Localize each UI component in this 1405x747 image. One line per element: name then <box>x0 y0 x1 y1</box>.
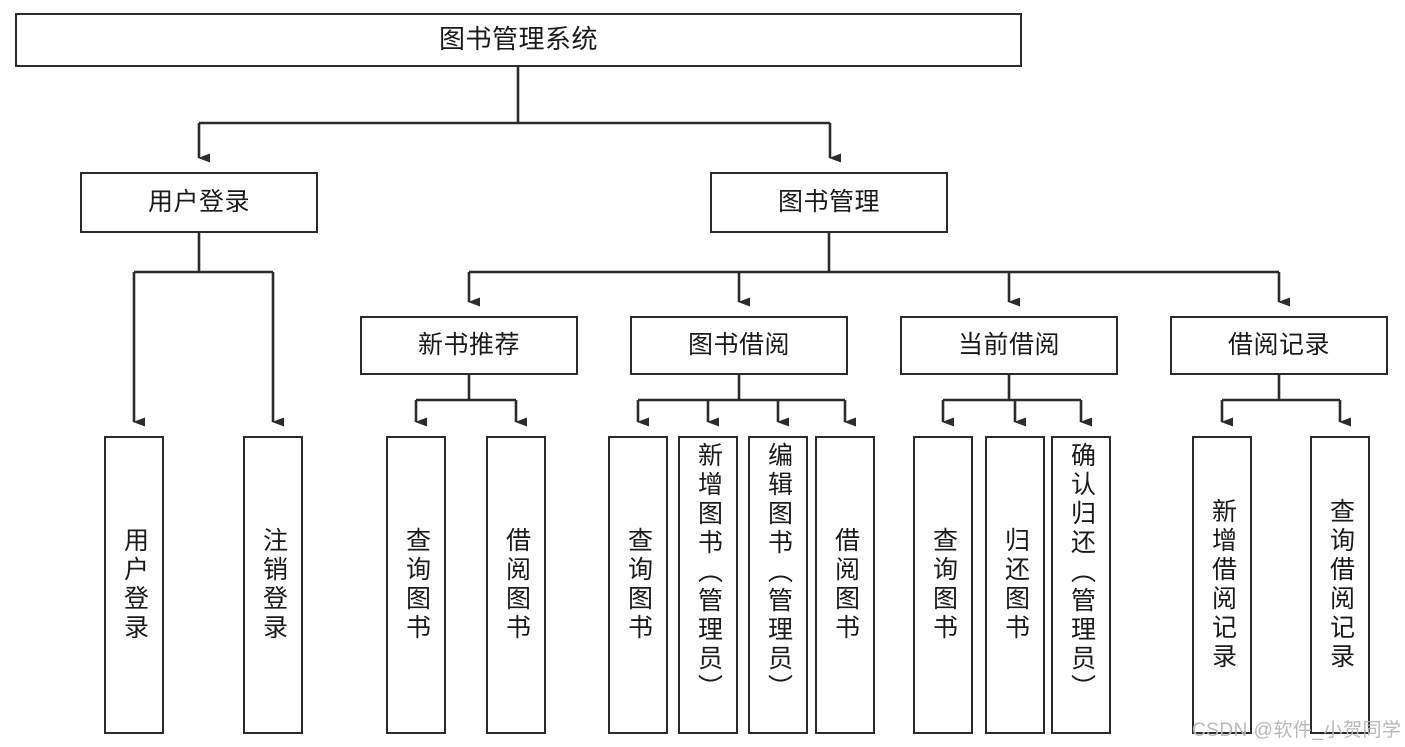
node-leaf-user-login[interactable]: 用户登录 <box>104 436 164 734</box>
node-leaf-return-book[interactable]: 归还图书 <box>985 436 1045 734</box>
node-leaf-query-book-1[interactable]: 查询图书 <box>386 436 446 734</box>
node-user-login-label: 用户登录 <box>147 188 250 217</box>
node-leaf-logout-label: 注销登录 <box>259 527 288 643</box>
node-new-book-rec[interactable]: 新书推荐 <box>360 316 578 375</box>
node-root-label: 图书管理系统 <box>438 24 598 55</box>
node-book-manage-label: 图书管理 <box>777 188 880 217</box>
node-leaf-return-book-label: 归还图书 <box>1001 527 1030 643</box>
node-leaf-add-book-label: 新增图书（管理员） <box>694 442 723 703</box>
node-leaf-borrow-book-1[interactable]: 借阅图书 <box>486 436 546 734</box>
node-leaf-user-login-label: 用户登录 <box>120 527 149 643</box>
node-leaf-query-book-3[interactable]: 查询图书 <box>913 436 973 734</box>
node-current-borrow[interactable]: 当前借阅 <box>900 316 1118 375</box>
node-borrow-record[interactable]: 借阅记录 <box>1170 316 1388 375</box>
node-new-book-rec-label: 新书推荐 <box>417 331 520 360</box>
node-root[interactable]: 图书管理系统 <box>15 13 1022 67</box>
node-book-borrow-label: 图书借阅 <box>687 331 790 360</box>
node-leaf-logout[interactable]: 注销登录 <box>243 436 303 734</box>
node-leaf-query-record-label: 查询借阅记录 <box>1326 498 1355 672</box>
node-current-borrow-label: 当前借阅 <box>957 331 1060 360</box>
node-leaf-query-book-2[interactable]: 查询图书 <box>608 436 668 734</box>
node-leaf-borrow-book-2[interactable]: 借阅图书 <box>815 436 875 734</box>
node-borrow-record-label: 借阅记录 <box>1227 331 1330 360</box>
node-leaf-borrow-book-1-label: 借阅图书 <box>502 527 531 643</box>
node-leaf-query-book-2-label: 查询图书 <box>624 527 653 643</box>
node-leaf-query-book-3-label: 查询图书 <box>929 527 958 643</box>
node-leaf-confirm-return-label: 确认归还（管理员） <box>1067 442 1096 703</box>
node-leaf-add-record-label: 新增借阅记录 <box>1208 498 1237 672</box>
node-user-login[interactable]: 用户登录 <box>80 172 318 233</box>
node-leaf-add-record[interactable]: 新增借阅记录 <box>1192 436 1252 734</box>
node-book-manage[interactable]: 图书管理 <box>710 172 948 233</box>
node-leaf-add-book[interactable]: 新增图书（管理员） <box>678 436 738 734</box>
node-book-borrow[interactable]: 图书借阅 <box>630 316 848 375</box>
watermark: CSDN @软件_小贺同学 <box>1192 720 1402 741</box>
node-leaf-query-record[interactable]: 查询借阅记录 <box>1310 436 1370 734</box>
node-leaf-query-book-1-label: 查询图书 <box>402 527 431 643</box>
node-leaf-edit-book[interactable]: 编辑图书（管理员） <box>748 436 808 734</box>
node-leaf-borrow-book-2-label: 借阅图书 <box>831 527 860 643</box>
node-leaf-confirm-return[interactable]: 确认归还（管理员） <box>1051 436 1111 734</box>
node-leaf-edit-book-label: 编辑图书（管理员） <box>764 442 793 703</box>
